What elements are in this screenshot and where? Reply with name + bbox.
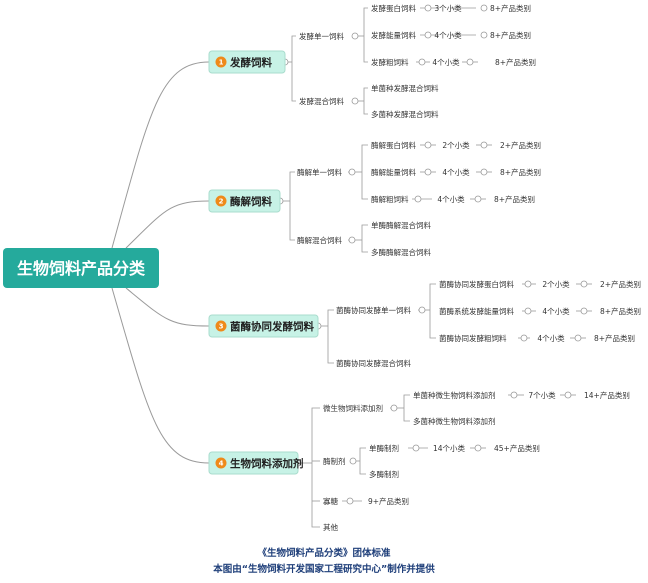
caption-line-1: 《生物饲料产品分类》团体标准 [257, 548, 391, 559]
node-dots [276, 4, 588, 505]
branch-node-enzymolysis-feed[interactable]: 2 酶解饲料 [208, 189, 281, 213]
leaf-count: 4个小类 [434, 30, 462, 40]
badge-number-1 [215, 56, 227, 68]
branch-node-synergistic-feed[interactable]: 3 菌酶协同发酵饲料 [208, 314, 319, 338]
leaf-count: 2个小类 [542, 279, 570, 289]
leaf-count: 4个小类 [442, 167, 470, 177]
leaf-types: 8+产品类别 [494, 194, 535, 204]
leaf-label[interactable]: 单酶制剂 [369, 443, 399, 453]
node-fermented-mixed[interactable]: 发酵混合饲料 [299, 96, 344, 106]
leaf-label[interactable]: 菌酶系统发酵能量饲料 [439, 306, 514, 316]
node-synergistic-mixed[interactable]: 菌酶协同发酵混合饲料 [336, 358, 411, 368]
leaf-label[interactable]: 单菌种发酵混合饲料 [371, 83, 439, 93]
node-enzymolysis-single[interactable]: 酶解单一饲料 [297, 167, 342, 177]
node-enzymolysis-mixed[interactable]: 酶解混合饲料 [297, 235, 342, 245]
leaf-types: 8+产品类别 [495, 57, 536, 67]
caption-line-2: 本图由“生物饲料开发国家工程研究中心”制作并提供 [213, 564, 435, 575]
leaf-types: 9+产品类别 [368, 496, 409, 506]
badge-number-3 [215, 320, 227, 332]
node-enzyme-preparation[interactable]: 酶制剂 [323, 456, 346, 466]
root-label: 生物饲料产品分类 [17, 259, 146, 278]
leaf-types: 8+产品类别 [600, 306, 641, 316]
branch-label: 酶解饲料 [230, 195, 272, 208]
node-fermented-single[interactable]: 发酵单一饲料 [299, 31, 344, 41]
leaf-types: 2+产品类别 [500, 140, 541, 150]
connector-root-branch1 [111, 61, 210, 249]
leaf-label[interactable]: 单酶酶解混合饲料 [371, 220, 431, 230]
leaf-label[interactable]: 酶解蛋白饲料 [371, 140, 416, 150]
branch-label: 菌酶协同发酵饲料 [230, 320, 314, 333]
leaf-label[interactable]: 发酵粗饲料 [371, 57, 409, 67]
leaf-label[interactable]: 多酶制剂 [369, 469, 399, 479]
branch-label: 生物饲料添加剂 [230, 457, 304, 470]
branch-node-fermented-feed[interactable]: 1 发酵饲料 [208, 50, 286, 74]
badge-number-4 [215, 457, 227, 469]
leaf-count: 2个小类 [442, 140, 470, 150]
leaf-label[interactable]: 多菌种发酵混合饲料 [371, 109, 439, 119]
leaf-count: 4个小类 [437, 194, 465, 204]
leaf-label[interactable]: 酶解能量饲料 [371, 167, 416, 177]
svg-text:3: 3 [219, 323, 224, 331]
leaf-label[interactable]: 发酵蛋白饲料 [371, 3, 416, 13]
node-oligosaccharide[interactable]: 寡糖 [323, 496, 338, 506]
svg-text:1: 1 [219, 59, 224, 67]
leaf-label[interactable]: 菌酶协同发酵粗饲料 [439, 333, 507, 343]
leaf-label[interactable]: 单菌种微生物饲料添加剂 [413, 390, 496, 400]
leaf-types: 2+产品类别 [600, 279, 641, 289]
root-node[interactable]: 生物饲料产品分类 [3, 248, 159, 288]
leaf-count: 3个小类 [434, 3, 462, 13]
node-other[interactable]: 其他 [323, 522, 338, 532]
leaf-types: 8+产品类别 [500, 167, 541, 177]
leaf-count: 7个小类 [528, 390, 556, 400]
leaf-types: 8+产品类别 [490, 3, 531, 13]
connector-root-branch3 [125, 287, 210, 327]
leaf-label[interactable]: 发酵能量饲料 [371, 30, 416, 40]
leaf-count: 4个小类 [432, 57, 460, 67]
badge-number-2 [215, 195, 227, 207]
connector-root-branch2 [125, 200, 210, 249]
branch-node-feed-additive[interactable]: 4 生物饲料添加剂 [208, 451, 304, 475]
svg-text:2: 2 [219, 198, 224, 206]
leaf-types: 8+产品类别 [594, 333, 635, 343]
leaf-label[interactable]: 菌酶协同发酵蛋白饲料 [439, 279, 514, 289]
leaf-count: 14个小类 [433, 443, 466, 453]
node-microbial-additive[interactable]: 微生物饲料添加剂 [323, 403, 383, 413]
leaf-label[interactable]: 酶解粗饲料 [371, 194, 409, 204]
leaf-label[interactable]: 多菌种微生物饲料添加剂 [413, 416, 496, 426]
leaf-types: 14+产品类别 [584, 390, 630, 400]
leaf-types: 8+产品类别 [490, 30, 531, 40]
leaf-count: 4个小类 [537, 333, 565, 343]
node-synergistic-single[interactable]: 菌酶协同发酵单一饲料 [336, 305, 411, 315]
leaf-types: 45+产品类别 [494, 443, 540, 453]
svg-text:4: 4 [219, 460, 224, 468]
connector-root-branch4 [111, 287, 210, 464]
leaf-label[interactable]: 多酶酶解混合饲料 [371, 247, 431, 257]
branch-label: 发酵饲料 [229, 56, 272, 69]
leaf-count: 4个小类 [542, 306, 570, 316]
